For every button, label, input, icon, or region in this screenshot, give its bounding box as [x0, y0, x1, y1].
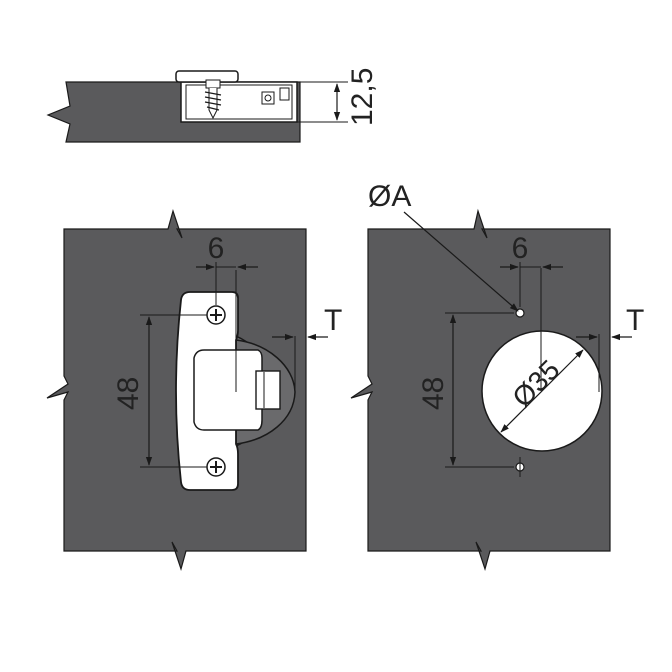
hinge-screw-top: [206, 305, 226, 325]
hinge-arm: [193, 349, 263, 431]
drilling-view-panel: [350, 208, 611, 572]
side-view: 12,5: [46, 68, 379, 143]
pilot-hole-label: ØA: [368, 180, 411, 213]
hinge-view: 6 48 T: [46, 208, 342, 572]
side-view-hinge: [175, 70, 298, 123]
pilot-hole-leader: [403, 211, 519, 312]
hinge-offset-label: 6: [208, 232, 225, 265]
hinge-screw-bottom: [206, 457, 226, 477]
hinge-overlay-label: T: [324, 304, 342, 337]
hinge-spacing-label: 48: [112, 377, 145, 410]
drill-offset-label: 6: [512, 232, 529, 265]
side-view-depth-label: 12,5: [346, 68, 379, 126]
drill-spacing-label: 48: [417, 377, 450, 410]
drilling-view: ØA 6 48 Ø35 T: [350, 180, 644, 572]
hinge-adjust-slot: [255, 370, 281, 410]
cup-diameter-dimension-line: [500, 349, 584, 433]
drill-overlay-label: T: [626, 304, 644, 337]
